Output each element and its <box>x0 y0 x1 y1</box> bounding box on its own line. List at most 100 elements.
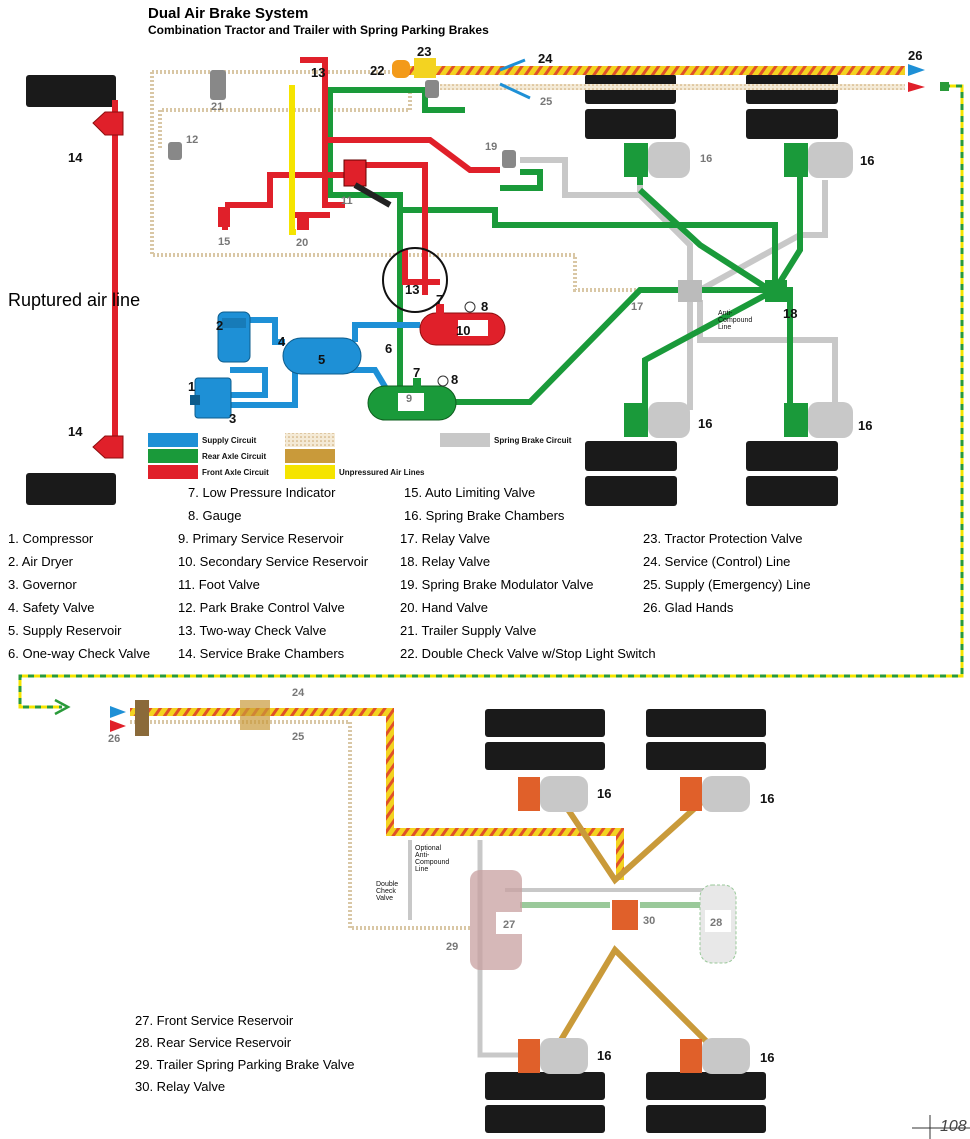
svg-text:16: 16 <box>698 416 712 431</box>
spring-brake-circuit <box>520 157 838 410</box>
svg-text:15: 15 <box>218 236 230 248</box>
svg-text:10: 10 <box>456 323 470 338</box>
list-item: 9. Primary Service Reservoir <box>178 531 344 546</box>
trailer-reservoirs <box>470 870 737 970</box>
list-item: 13. Two-way Check Valve <box>178 623 327 638</box>
svg-text:Valve: Valve <box>376 895 393 902</box>
list-item: 10. Secondary Service Reservoir <box>178 554 369 569</box>
svg-text:27: 27 <box>503 919 515 931</box>
trailer-number-labels: 16 16 16 16 24 25 26 27 28 29 30 Optiona… <box>108 687 774 1065</box>
svg-text:Anti-: Anti- <box>415 852 430 859</box>
list-item: 2. Air Dryer <box>8 554 74 569</box>
parts-list-col1: 1. Compressor 2. Air Dryer 3. Governor 4… <box>8 527 150 665</box>
svg-text:16: 16 <box>760 791 774 806</box>
svg-text:8: 8 <box>451 372 458 387</box>
svg-text:11: 11 <box>341 195 353 207</box>
legend-spring: Spring Brake Circuit <box>494 436 572 445</box>
list-item: 5. Supply Reservoir <box>8 623 122 638</box>
svg-text:14: 14 <box>68 150 83 165</box>
list-item: 25. Supply (Emergency) Line <box>643 577 811 592</box>
list-item: 26. Glad Hands <box>643 600 734 615</box>
page-number: 108 <box>940 1118 967 1135</box>
svg-text:Optional: Optional <box>415 845 442 852</box>
svg-text:29: 29 <box>446 941 458 953</box>
list-item: 23. Tractor Protection Valve <box>643 531 803 546</box>
list-item: 20. Hand Valve <box>400 600 488 615</box>
svg-text:17: 17 <box>631 301 643 313</box>
svg-text:13: 13 <box>405 282 419 297</box>
svg-text:7: 7 <box>413 365 420 380</box>
svg-text:19: 19 <box>485 141 497 153</box>
legend-unpressured: Unpressured Air Lines <box>339 468 425 477</box>
compressor <box>190 377 232 419</box>
parts-list-col4: 23. Tractor Protection Valve 24. Service… <box>643 527 811 619</box>
foot-valve <box>343 159 392 208</box>
svg-text:7: 7 <box>436 292 443 307</box>
air-dryer <box>217 311 251 363</box>
svg-text:25: 25 <box>540 96 552 108</box>
list-item: 7. Low Pressure Indicator <box>188 485 336 500</box>
list-item: 29. Trailer Spring Parking Brake Valve <box>135 1057 355 1072</box>
svg-text:28: 28 <box>710 917 722 929</box>
secondary-service-reservoir <box>419 301 506 346</box>
primary-service-reservoir <box>367 375 457 421</box>
list-item: 3. Governor <box>8 577 77 592</box>
rear-axle-circuit <box>327 87 803 410</box>
svg-text:Compound: Compound <box>718 317 752 324</box>
svg-text:26: 26 <box>908 48 922 63</box>
svg-text:9: 9 <box>406 393 412 405</box>
supply-reservoir <box>282 337 362 375</box>
diagram-title: Dual Air Brake System <box>148 5 309 22</box>
service-control-line <box>400 66 905 75</box>
legend-supply: Supply Circuit <box>202 436 257 445</box>
svg-text:12: 12 <box>186 134 198 146</box>
svg-text:21: 21 <box>211 101 223 113</box>
svg-text:3: 3 <box>229 411 236 426</box>
svg-text:Anti-: Anti- <box>718 310 733 317</box>
svg-text:30: 30 <box>643 915 655 927</box>
svg-text:24: 24 <box>538 51 553 66</box>
svg-text:13: 13 <box>311 65 325 80</box>
hand-valve-line <box>289 85 296 235</box>
list-item: 15. Auto Limiting Valve <box>404 485 536 500</box>
svg-text:25: 25 <box>292 731 304 743</box>
svg-text:5: 5 <box>318 352 325 367</box>
svg-text:22: 22 <box>370 63 384 78</box>
list-item: 21. Trailer Supply Valve <box>400 623 537 638</box>
svg-text:16: 16 <box>597 1048 611 1063</box>
tractor-spring-brake-chambers <box>624 142 853 438</box>
list-item: 19. Spring Brake Modulator Valve <box>400 577 594 592</box>
svg-text:16: 16 <box>700 153 712 165</box>
tractor-number-labels: 2 1 3 4 5 6 7 8 10 7 8 9 11 12 13 13 14 … <box>68 44 922 439</box>
parts-list-trailer: 27. Front Service Reservoir 28. Rear Ser… <box>135 1010 354 1098</box>
svg-text:26: 26 <box>108 733 120 745</box>
trailer-spring-brake-chambers <box>518 776 750 1074</box>
svg-text:20: 20 <box>296 237 308 249</box>
svg-text:16: 16 <box>858 418 872 433</box>
legend: Supply Circuit Rear Axle Circuit Front A… <box>148 433 572 479</box>
parts-list-col2: 7. Low Pressure Indicator 8. Gauge 9. Pr… <box>178 481 368 665</box>
legend-front: Front Axle Circuit <box>202 468 269 477</box>
trailer-lines <box>130 708 720 1058</box>
svg-text:Compound: Compound <box>415 859 449 866</box>
front-axle-circuit <box>112 57 500 455</box>
svg-text:4: 4 <box>278 334 286 349</box>
svg-text:Double: Double <box>376 881 398 888</box>
list-item: 28. Rear Service Reservoir <box>135 1035 292 1050</box>
parts-list-col3: 15. Auto Limiting Valve 16. Spring Brake… <box>400 481 656 665</box>
list-item: 14. Service Brake Chambers <box>178 646 345 661</box>
front-brake-chambers <box>92 111 124 459</box>
list-item: 11. Foot Valve <box>178 577 260 592</box>
svg-text:6: 6 <box>385 341 392 356</box>
svg-text:23: 23 <box>417 44 431 59</box>
list-item: 30. Relay Valve <box>135 1079 226 1094</box>
list-item: 17. Relay Valve <box>400 531 491 546</box>
svg-text:Line: Line <box>718 324 731 331</box>
unpressured-dotted-lines <box>150 70 680 292</box>
trailer-tires <box>485 709 766 1133</box>
list-item: 16. Spring Brake Chambers <box>404 508 565 523</box>
legend-rear: Rear Axle Circuit <box>202 452 267 461</box>
list-item: 24. Service (Control) Line <box>643 554 791 569</box>
list-item: 8. Gauge <box>188 508 242 523</box>
